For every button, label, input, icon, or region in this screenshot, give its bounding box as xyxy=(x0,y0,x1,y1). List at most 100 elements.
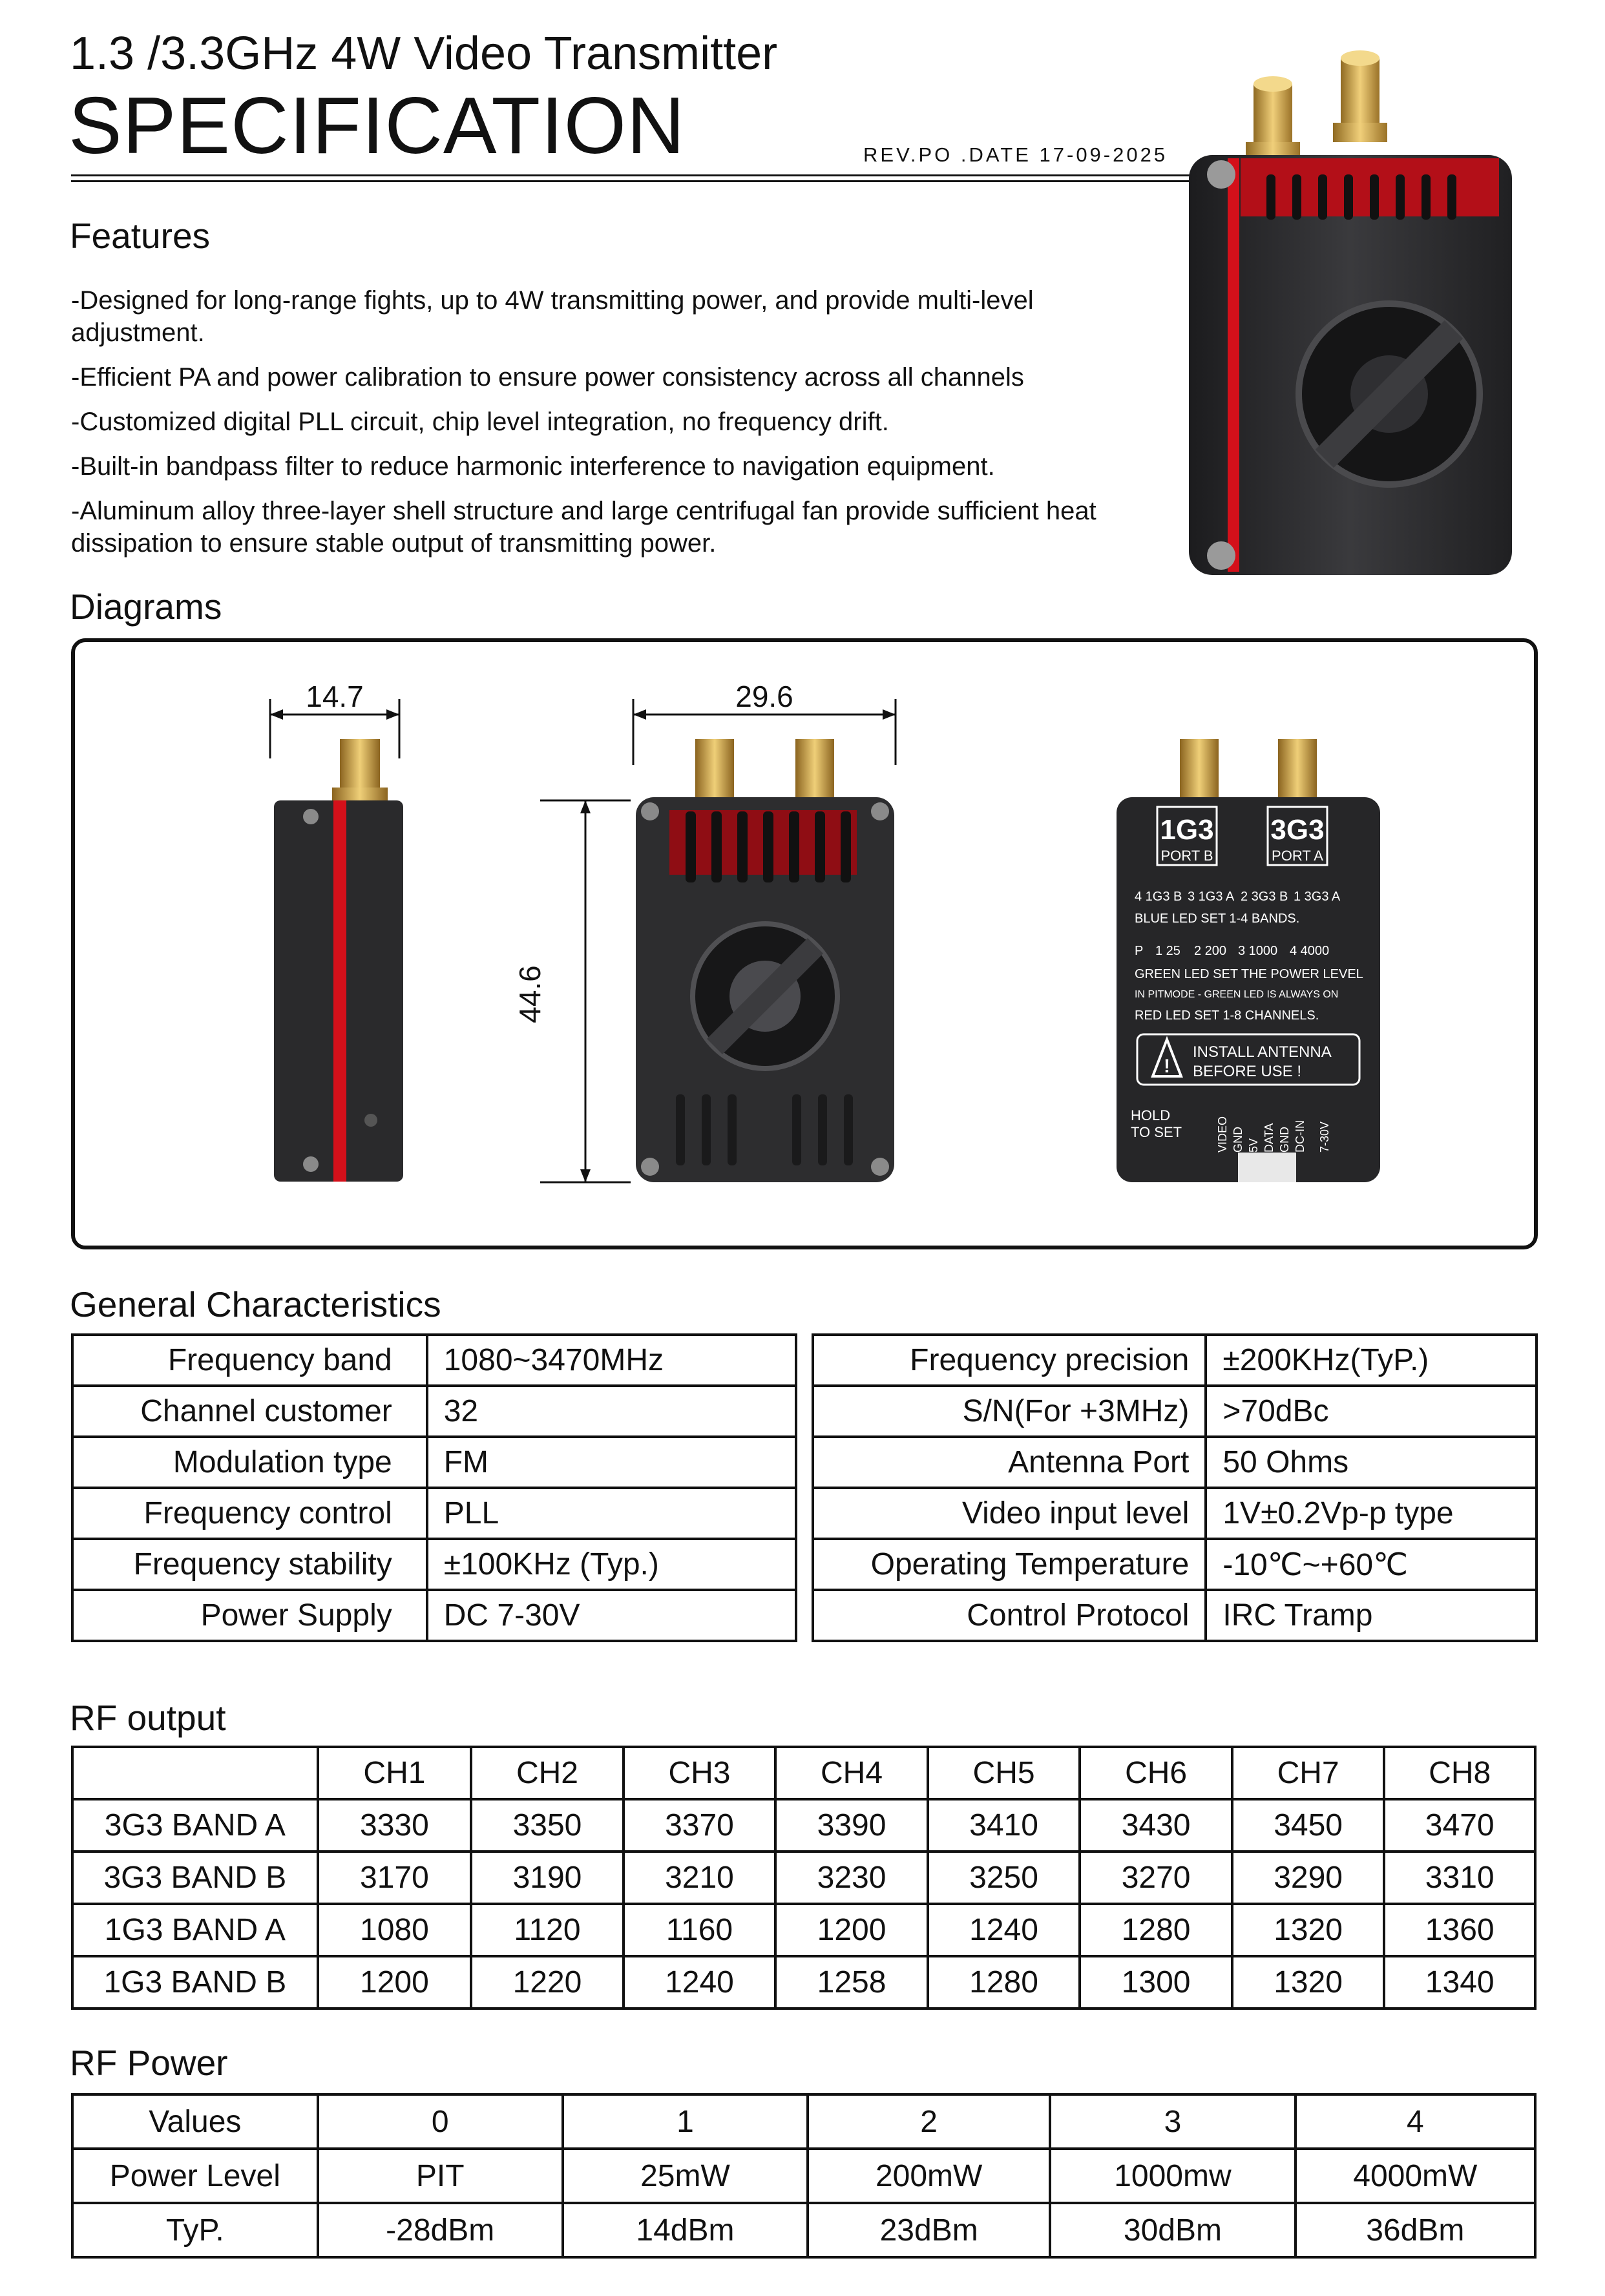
spec-label: S/N(For +3MHz) xyxy=(811,1384,1208,1438)
port-b-band: 1G3 xyxy=(1160,814,1213,846)
front-view: 29.6 44.6 xyxy=(513,680,897,1184)
side-view: 14.7 xyxy=(269,680,403,1182)
rf-output-heading: RF output xyxy=(70,1698,226,1738)
band-key-3: 2 3G3 B xyxy=(1241,890,1288,904)
table-cell: 1120 xyxy=(470,1903,625,1957)
table-cell: 1340 xyxy=(1383,1955,1537,2010)
feature-item: -Customized digital PLL circuit, chip le… xyxy=(71,408,889,436)
hold-line2: TO SET xyxy=(1131,1124,1182,1140)
row-header: Values xyxy=(71,2093,319,2150)
table-cell: 3470 xyxy=(1383,1798,1537,1853)
table-cell: 1080 xyxy=(316,1903,473,1957)
table-cell: 14dBm xyxy=(561,2202,810,2259)
table-cell: 30dBm xyxy=(1049,2202,1297,2259)
spec-label: Control Protocol xyxy=(811,1589,1208,1642)
table-cell: 25mW xyxy=(561,2147,810,2204)
spec-label: Channel customer xyxy=(71,1384,428,1438)
pin-5v: 5V xyxy=(1247,1138,1260,1153)
green-led-note: GREEN LED SET THE POWER LEVEL xyxy=(1135,967,1363,981)
column-header: CH8 xyxy=(1383,1746,1537,1800)
spec-value: 32 xyxy=(425,1384,798,1438)
table-cell: 1320 xyxy=(1230,1903,1386,1957)
power-key-3: 3 1000 xyxy=(1238,944,1277,958)
table-cell: 3230 xyxy=(774,1850,929,1905)
table-cell: 3250 xyxy=(926,1850,1082,1905)
table-cell: -28dBm xyxy=(316,2202,564,2259)
port-a-label: PORT A xyxy=(1272,848,1323,864)
table-cell: 3330 xyxy=(316,1798,473,1853)
table-cell: 3270 xyxy=(1078,1850,1233,1905)
table-row: Power Level PIT 25mW 200mW 1000mw 4000mW xyxy=(71,2147,1537,2204)
table-cell: 1320 xyxy=(1230,1955,1386,2010)
header-rule-top xyxy=(71,174,1195,176)
table-cell: 36dBm xyxy=(1294,2202,1537,2259)
spec-label: Frequency band xyxy=(71,1333,428,1387)
feature-item: -Aluminum alloy three-layer shell struct… xyxy=(71,497,1096,558)
table-cell: 1280 xyxy=(926,1955,1082,2010)
header-rule-bottom xyxy=(71,180,1195,182)
spec-value: PLL xyxy=(425,1487,798,1540)
table-cell: 3410 xyxy=(926,1798,1082,1853)
product-sma-connector-left xyxy=(1246,76,1300,162)
spec-value: 1V±0.2Vp-p type xyxy=(1204,1487,1538,1540)
back-label-view: 1G3 PORT B 3G3 PORT A 4 1G3 B 3 1G3 A 2 … xyxy=(1117,739,1380,1182)
pin-video: VIDEO xyxy=(1216,1116,1229,1153)
front-width-label: 29.6 xyxy=(735,680,793,713)
table-cell: 23dBm xyxy=(806,2202,1052,2259)
table-cell: 3350 xyxy=(470,1798,625,1853)
row-header: 1G3 BAND A xyxy=(71,1903,319,1957)
table-cell: 3210 xyxy=(622,1850,777,1905)
column-header: CH1 xyxy=(316,1746,473,1800)
row-header: 1G3 BAND B xyxy=(71,1955,319,2010)
spec-label: Antenna Port xyxy=(811,1435,1208,1489)
table-cell: 3430 xyxy=(1078,1798,1233,1853)
table-cell: 1200 xyxy=(316,1955,473,2010)
table-cell: 1000mw xyxy=(1049,2147,1297,2204)
port-b-label: PORT B xyxy=(1160,848,1213,864)
table-cell: 1280 xyxy=(1078,1903,1233,1957)
connector-plug xyxy=(1238,1153,1296,1182)
table-cell: 1240 xyxy=(926,1903,1082,1957)
table-row: Frequency precision±200KHz(TyP.) xyxy=(811,1333,1538,1387)
row-header: Power Level xyxy=(71,2147,319,2204)
product-sma-connector-right xyxy=(1333,50,1387,142)
power-key-p: P xyxy=(1135,944,1143,958)
column-header: CH7 xyxy=(1230,1746,1386,1800)
rf-power-table: Values 0 1 2 3 4 Power Level PIT 25mW 20… xyxy=(71,2093,1537,2259)
row-header: 3G3 BAND B xyxy=(71,1850,319,1905)
diagrams-heading: Diagrams xyxy=(70,587,222,627)
table-row: 3G3 BAND B 3170 3190 3210 3230 3250 3270… xyxy=(71,1850,1537,1905)
pitmode-note: IN PITMODE - GREEN LED IS ALWAYS ON xyxy=(1135,989,1338,1000)
general-heading: General Characteristics xyxy=(70,1284,441,1324)
band-key-4: 1 3G3 A xyxy=(1294,890,1341,904)
feature-item: -Efficient PA and power calibration to e… xyxy=(71,363,1024,391)
row-header: TyP. xyxy=(71,2202,319,2259)
spec-value: -10℃~+60℃ xyxy=(1204,1538,1538,1591)
table-cell: 3450 xyxy=(1230,1798,1386,1853)
diagrams-drawing: 14.7 29.6 44.6 xyxy=(269,680,1380,1184)
hold-line1: HOLD xyxy=(1131,1107,1170,1123)
spec-value: IRC Tramp xyxy=(1204,1589,1538,1642)
features-list: -Designed for long-range fights, up to 4… xyxy=(71,284,1170,572)
spec-label: Operating Temperature xyxy=(811,1538,1208,1591)
table-cell: 3370 xyxy=(622,1798,777,1853)
front-sma-connector-right xyxy=(795,739,834,804)
warning-line1: INSTALL ANTENNA xyxy=(1193,1043,1332,1061)
spec-label: Frequency precision xyxy=(811,1333,1208,1387)
table-cell: 3390 xyxy=(774,1798,929,1853)
spec-value: FM xyxy=(425,1435,798,1489)
column-header: CH3 xyxy=(622,1746,777,1800)
spec-label: Frequency control xyxy=(71,1487,428,1540)
column-header: CH6 xyxy=(1078,1746,1233,1800)
side-width-label: 14.7 xyxy=(306,680,364,713)
table-header-row: CH1 CH2 CH3 CH4 CH5 CH6 CH7 CH8 xyxy=(71,1746,1537,1800)
feature-item: -Built-in bandpass filter to reduce harm… xyxy=(71,452,995,481)
column-header: CH2 xyxy=(470,1746,625,1800)
table-cell: 1360 xyxy=(1383,1903,1537,1957)
rf-output-table: CH1 CH2 CH3 CH4 CH5 CH6 CH7 CH8 3G3 BAND… xyxy=(71,1746,1537,2010)
back-sma-connector-right xyxy=(1278,739,1317,804)
warning-line2: BEFORE USE ! xyxy=(1193,1063,1301,1080)
